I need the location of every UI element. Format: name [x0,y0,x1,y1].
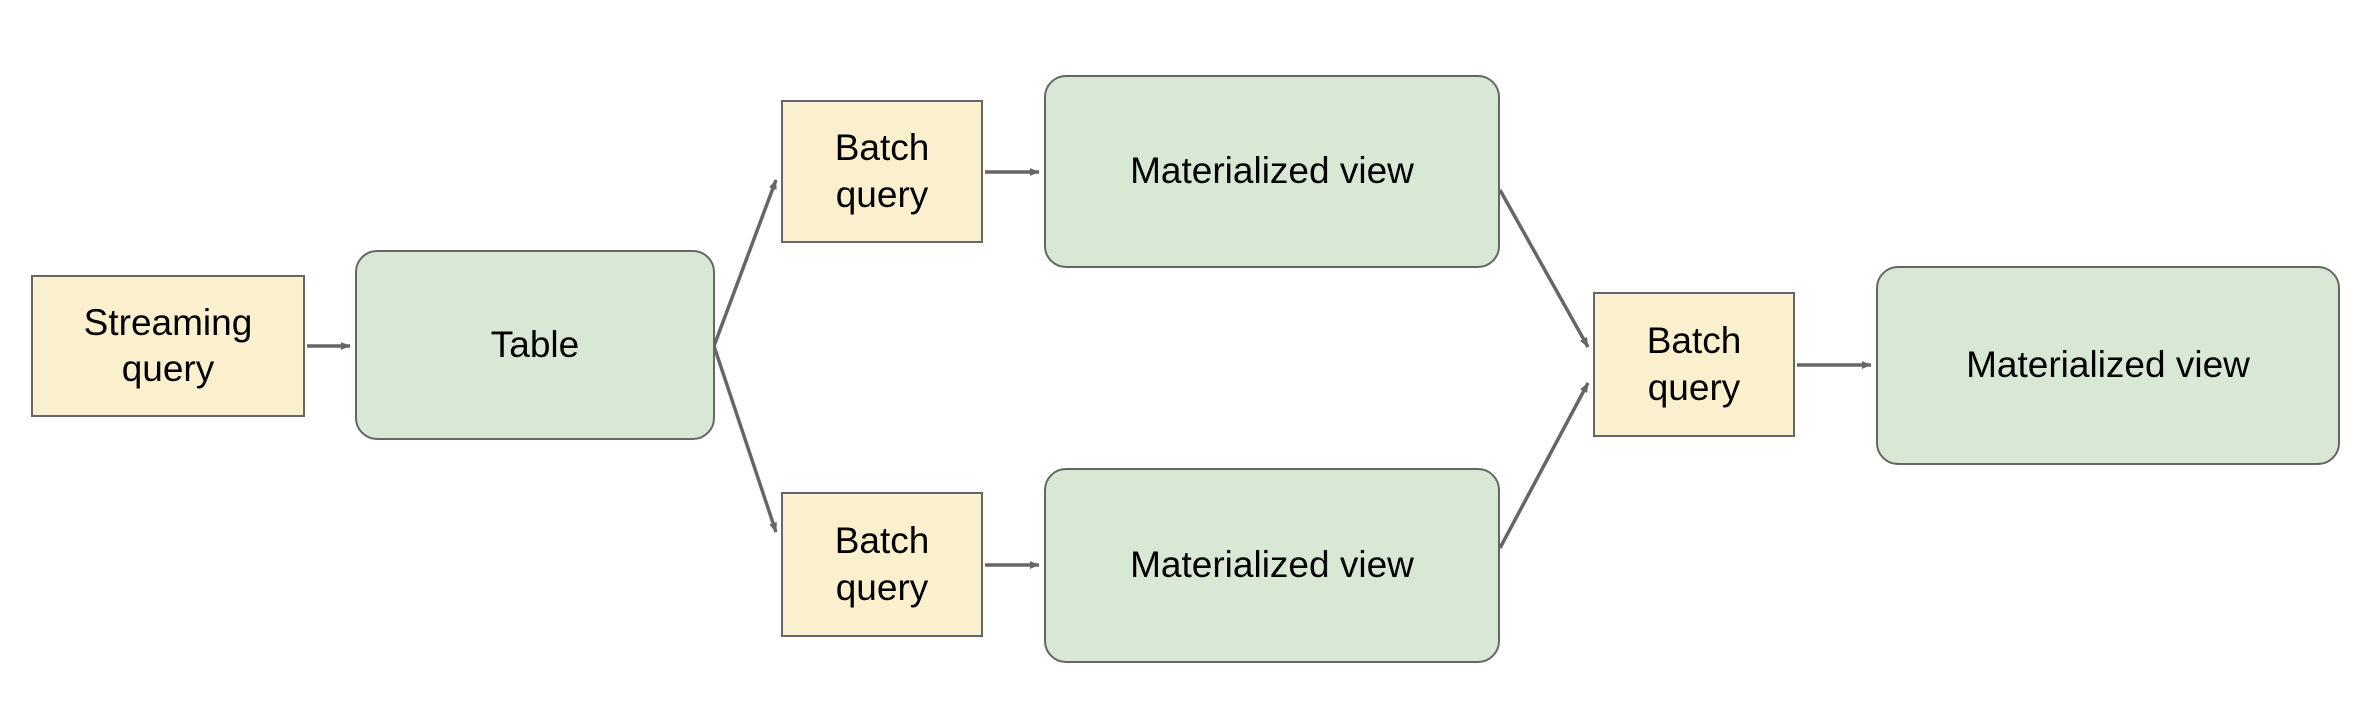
node-batch-query-top-label: Batch query [834,127,930,215]
node-table-label: Table [490,323,580,365]
node-batch-query-bottom-label: Batch query [834,520,930,608]
node-batch-query-top[interactable]: Batch query [781,100,983,243]
node-materialized-view-top[interactable]: Materialized view [1044,75,1500,268]
node-batch-query-bottom[interactable]: Batch query [781,492,983,637]
node-materialized-view-final[interactable]: Materialized view [1876,266,2340,465]
edge-table-to-batch-top [712,179,778,347]
edge-mv-top-to-batch-merge [1498,189,1590,348]
node-materialized-view-bottom[interactable]: Materialized view [1044,468,1500,663]
node-batch-query-merge[interactable]: Batch query [1593,292,1795,437]
edge-mv-bottom-to-batch-merge [1498,382,1590,549]
node-materialized-view-final-label: Materialized view [1966,344,2250,386]
node-materialized-view-top-label: Materialized view [1130,150,1414,192]
node-streaming-query[interactable]: Streaming query [31,275,305,417]
node-batch-query-merge-label: Batch query [1646,320,1742,408]
edge-table-to-batch-bottom [712,345,778,533]
node-table[interactable]: Table [355,250,715,440]
node-streaming-query-label: Streaming query [83,301,253,389]
node-materialized-view-bottom-label: Materialized view [1130,544,1414,586]
